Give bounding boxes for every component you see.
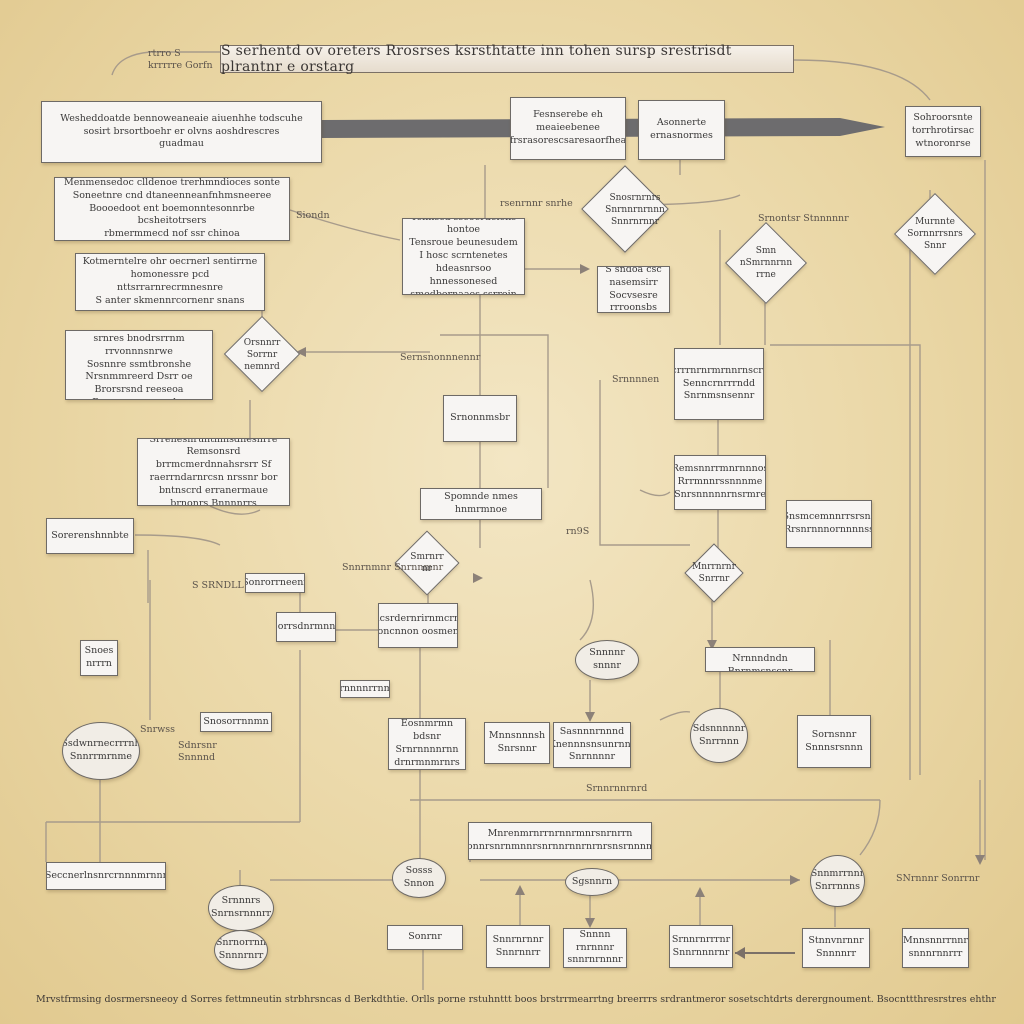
arrowhead (473, 573, 483, 583)
connector (209, 505, 261, 515)
annotation-label: SNrnnnr Sonrrnr (896, 873, 980, 884)
process-box: Stnnvnrnnr Snnnnrr (802, 928, 870, 968)
process-box: Sohroorsnte torrhrotirsac wtnoronrse (905, 106, 981, 157)
process-box: Menmensedoc clldenoe trerhmndioces sonte… (54, 177, 290, 241)
process-box: Sorcnrermnre Nrnnndndn Bnrnmsnscnr (705, 647, 815, 672)
connector (793, 59, 931, 101)
process-box: Kotmerntelre ohr oecrnerl sentirrne homo… (75, 253, 265, 311)
process-box: Asonnerte ernasnormes (638, 100, 725, 160)
process-box: Spomnde nmes hnmrmnoe (420, 488, 542, 520)
process-box: Mnrenmrnrrnrnnrmnrsnrnrrn Sonnrsnrnmnnrs… (468, 822, 652, 860)
process-box: Sonrnr (387, 925, 463, 950)
decision-text: Murnnte Sornnrrsnrs Snnr (907, 216, 963, 252)
terminator-oval: Sosss Snnon (392, 858, 446, 898)
connector (599, 380, 690, 546)
decision-text: Smn nSmrnnrnn rrne (739, 245, 793, 281)
annotation-label: Siondn (296, 210, 330, 221)
arrowhead (707, 640, 717, 650)
footer-caption: Mrvstfrmsing dosrmersneeoy d Sorres fett… (36, 994, 996, 1005)
connector (111, 51, 220, 76)
process-box: Mcrrrnrnrmrnnrnscrmr Senncrnrrrndd Snrnm… (674, 348, 764, 420)
process-box: Sncsrdernrirnmcrnm Soncnnon oosmenn (378, 603, 458, 648)
decision-text: Smrnrr nr (410, 551, 444, 574)
connector (289, 209, 401, 241)
annotation-label: Sdnrsnr Snnnnd (178, 740, 217, 764)
annotation-label: Srnnrnnrnrd (586, 783, 648, 794)
process-box: Snnnn rnrnnnr snnrnrnnnr (563, 928, 627, 968)
connector (659, 710, 691, 721)
arrowhead (296, 347, 306, 357)
annotation-label: rsenrnnr snrhe (500, 198, 573, 209)
connector (440, 334, 549, 488)
process-box: Eosnmrmn bdsnr Srnrnnnnrnn drnrmnmrnrs (388, 718, 466, 770)
process-box: Srrenesnruntmnsdnesnrre Remsonsrd brrmcm… (137, 438, 290, 506)
terminator-oval: Snnnnr snnnr (575, 640, 639, 680)
arrowhead (735, 947, 745, 959)
terminator-oval: Snrnorrnn Snnnrnrr (214, 930, 268, 970)
process-box: Srnnrnrrrnr Snnrnnnrnr (669, 925, 733, 968)
connector (134, 534, 221, 546)
process-box: Srnnnnrrnmr (340, 680, 390, 698)
process-box: Fesnserebe eh meaieebenee frsrasorescsar… (510, 97, 626, 160)
process-box: Sornsnnr Snnnsrsnnn (797, 715, 871, 768)
process-box: Snsmcemnnrrsrsns Rrsnrnnnornnnnss (786, 500, 872, 548)
arrowhead (515, 885, 525, 895)
decision-text: Orsnnrr Sorrnr nemnrd (243, 337, 281, 373)
process-box: Tehnsea sseoerdeiens hontoe Tensroue beu… (402, 218, 525, 295)
decision-text: Mnrrnrnr Snrrnr (692, 561, 736, 584)
process-box: S sndoa csc nasemsirr Socvsesre rrroonsb… (597, 266, 670, 313)
process-box: Wesheddoatde bennoweaneaie aiuenhhe tods… (41, 101, 322, 163)
connector (859, 799, 881, 856)
terminator-oval: Sdsnnnnnr Snrrnnn (690, 708, 748, 763)
annotation-label: Srnnnnen (612, 374, 660, 385)
arrowhead (580, 264, 590, 274)
process-box: Remsnnrrmnrnnnos Rrrmnnrssnnnme Snrsnnnn… (674, 455, 766, 510)
process-box: Sorerenshnnbte (46, 518, 134, 554)
process-box: Sonrorrneenr (245, 573, 305, 593)
arrowhead (585, 712, 595, 722)
process-box: Eeremenvbs rtrsrreseno Srcnnrnendre srnr… (65, 330, 213, 400)
connector (770, 344, 921, 775)
arrowhead (975, 855, 985, 865)
process-box: Snoes nrrrn (80, 640, 118, 676)
arrowhead (695, 887, 705, 897)
terminator-oval: Snnmrrnnr Snrrnnns (810, 855, 865, 907)
annotation-label: Sernsnonnnennr (400, 352, 481, 363)
annotation-label: Snrwss (140, 724, 176, 735)
connector (579, 579, 595, 641)
process-box: Srnonnmsbr (443, 395, 517, 442)
process-box: Sorrsdnrmnnc (276, 612, 336, 642)
annotation-label: Srnontsr Stnnnnnr (758, 213, 849, 224)
terminator-oval: Sgsnnrn (565, 868, 619, 896)
process-box: Seccnerlnsnrcrnnnmrnnr (46, 862, 166, 890)
arrowhead (790, 875, 800, 885)
decision-text: Snosrnrnrs Snrnnrnrnnn Snnrnrnnr (605, 192, 665, 228)
terminator-oval: Srnnnrs Snrnsrnnnrr (208, 885, 274, 931)
terminator-oval: Ssdwnrnecrrrnh Snnrrmrnme (62, 722, 140, 780)
connector (639, 489, 671, 497)
corner-note: rtrro S krrrrre Gorfn (148, 48, 213, 72)
process-box: Snnrnrnnr Snnrnnrr (486, 925, 550, 968)
process-box: Snosorrnnmn (200, 712, 272, 732)
process-box: Mnnsnnrrnnr snnnrnnrrr (902, 928, 969, 968)
annotation-label: rn9S (566, 526, 590, 537)
diagram-title-banner: S serhentd ov oreters Rrosrses ksrsthtat… (220, 43, 794, 75)
process-box: Mnnsnnnsh Snrsnnr (484, 722, 550, 764)
annotation-label: Snnrnmnr Snrnnmnr (342, 562, 444, 573)
arrowhead (585, 918, 595, 928)
process-box: Sasnnnrnnnd Knennnsnsunrnnr Snrnnnnr (553, 722, 631, 768)
annotation-label: S SRNDLL (192, 580, 244, 591)
